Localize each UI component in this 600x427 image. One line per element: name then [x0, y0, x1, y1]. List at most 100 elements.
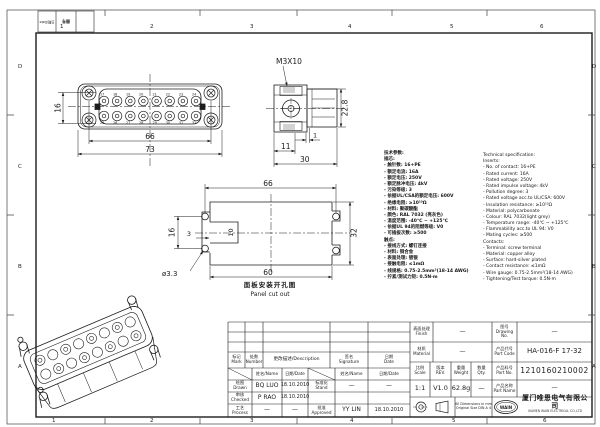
panel-cutout-drawing	[174, 184, 354, 280]
dim-22-8: 22.8	[341, 99, 350, 116]
rev-sig-header: 签名 Signature	[338, 354, 360, 364]
svg-text:27: 27	[126, 121, 130, 125]
dim-1: 1	[313, 132, 317, 140]
projection-symbols	[413, 400, 449, 414]
title-block-grid	[227, 321, 592, 417]
name-subheader-1: 姓名/Name	[255, 370, 279, 376]
stand-date: —	[386, 381, 392, 389]
zone-col: 4	[348, 24, 352, 30]
zone-col: 3	[250, 418, 254, 424]
front-view-drawing	[58, 74, 232, 166]
rev-label: 版本 REV.	[435, 365, 446, 375]
sheet-frame	[6, 9, 596, 425]
tech-spec-chinese: 技术参数: 插芯: - 触针数: 16+PE - 额定电流: 16A - 额定电…	[384, 151, 469, 280]
date-subheader-1: 日期/Date	[285, 370, 305, 376]
qty-value: —	[478, 383, 485, 392]
company-name-en: XIAMEN WAIN ELECTRICAL CO.,LTD	[527, 408, 583, 413]
svg-text:29: 29	[153, 121, 157, 125]
rev-number-header: 处数 Number	[245, 354, 263, 364]
dim-60: 60	[263, 268, 273, 277]
part-no-label: 产品料号 Part No.	[496, 365, 513, 375]
part-code-label: 产品代号 Part Code	[494, 346, 515, 356]
zone-row: A	[18, 364, 22, 370]
zone-col: 2	[150, 418, 154, 424]
zone-row: D	[18, 64, 22, 70]
part-no-value: 1210160210002	[520, 365, 589, 375]
dim-hole-dia: ø3.3	[162, 270, 177, 278]
dim-66: 66	[145, 132, 155, 141]
checked-label: 审核 Checked	[231, 392, 249, 402]
svg-text:21: 21	[153, 92, 157, 96]
svg-text:31: 31	[179, 121, 183, 125]
dimensions-note: All Dimensions in mm Original Size DIN A…	[455, 402, 492, 410]
date-subheader-2: 日期/Date	[379, 370, 399, 376]
zone-row: B	[592, 264, 596, 270]
rev-mark-header: 标记 Mark	[231, 354, 242, 364]
logo-text: WAIN	[500, 405, 512, 410]
zone-row: A	[592, 364, 596, 370]
isometric-view-drawing	[17, 295, 161, 409]
wain-logo: WAIN	[494, 400, 518, 414]
drawing-no-value: —	[551, 327, 558, 335]
weight-label: 重量 Weight	[453, 365, 469, 375]
svg-text:24: 24	[192, 92, 196, 96]
front-view-dim-labels: 16 66 73	[54, 103, 155, 154]
zone-col: 5	[452, 418, 456, 424]
dim-11: 11	[281, 142, 291, 151]
company-name-cn: 厦门唯恩电气有限公司	[522, 394, 588, 410]
svg-text:19: 19	[126, 92, 130, 96]
svg-text:32: 32	[192, 121, 196, 125]
qty-label: 数量 Qty.	[477, 365, 486, 375]
material-value: —	[459, 347, 466, 355]
thread-callout: M3X10	[276, 57, 302, 66]
zone-col: 1	[52, 418, 56, 424]
approved-date: 18.10.2010	[374, 406, 404, 413]
rev-date-header: 日期 Date	[383, 354, 394, 364]
approved-name: YY LIN	[342, 406, 361, 414]
zone-col: 6	[540, 24, 544, 30]
name-subheader-2: 姓名/Name	[340, 370, 363, 376]
svg-text:18: 18	[113, 92, 117, 96]
part-name-value: —	[551, 384, 558, 392]
dim-16: 16	[54, 103, 63, 113]
zone-col: 6	[543, 418, 547, 424]
svg-text:23: 23	[179, 92, 183, 96]
zone-row: C	[592, 164, 596, 170]
process-name: —	[264, 406, 270, 414]
zone-col: 2	[150, 24, 154, 30]
process-date: —	[292, 406, 298, 414]
weight-value: 62.8g	[451, 383, 471, 392]
zone-row: B	[18, 264, 22, 270]
zone-col: 1	[60, 24, 64, 30]
tech-spec-english: Technical specification: Inserts: - No. …	[483, 153, 573, 282]
part-code-value: HA-016-F 17-32	[527, 347, 582, 356]
scale-value: 1:1	[414, 383, 426, 392]
rev-value: V1.0	[433, 383, 448, 392]
svg-text:22: 22	[166, 92, 170, 96]
process-label: 工艺 Process	[232, 404, 248, 415]
dim-66-panel: 66	[263, 179, 273, 188]
drawing-no-label: 图号 Drawing No.	[495, 323, 514, 339]
svg-text:28: 28	[139, 121, 143, 125]
side-view-labels: M3X10 22.8 1 11 30	[276, 57, 350, 164]
svg-text:17: 17	[100, 92, 104, 96]
material-label: 材质 Material	[412, 346, 430, 356]
stand-name: —	[348, 381, 355, 389]
part-name-label: 产品名称 Part Name	[493, 382, 516, 393]
dim-3: 3	[187, 230, 191, 238]
svg-text:26: 26	[113, 121, 117, 125]
dim-73: 73	[145, 145, 155, 154]
panel-cutout-caption-en: Panel cut out	[250, 291, 290, 299]
zone-col: 5	[450, 24, 454, 30]
dim-10: 10	[227, 228, 235, 236]
checked-date: 18.10.2010	[280, 394, 310, 401]
stand-label: 标准化 Stand	[315, 380, 328, 390]
zone-col: 3	[250, 24, 254, 30]
scale-label: 比例 Scale	[414, 365, 426, 375]
approved-label: 批准 Approved	[311, 404, 332, 415]
side-view-drawing	[266, 65, 346, 167]
corner-stamp-no: 图号	[62, 19, 70, 25]
drawn-date: 18.10.2010	[280, 382, 310, 389]
